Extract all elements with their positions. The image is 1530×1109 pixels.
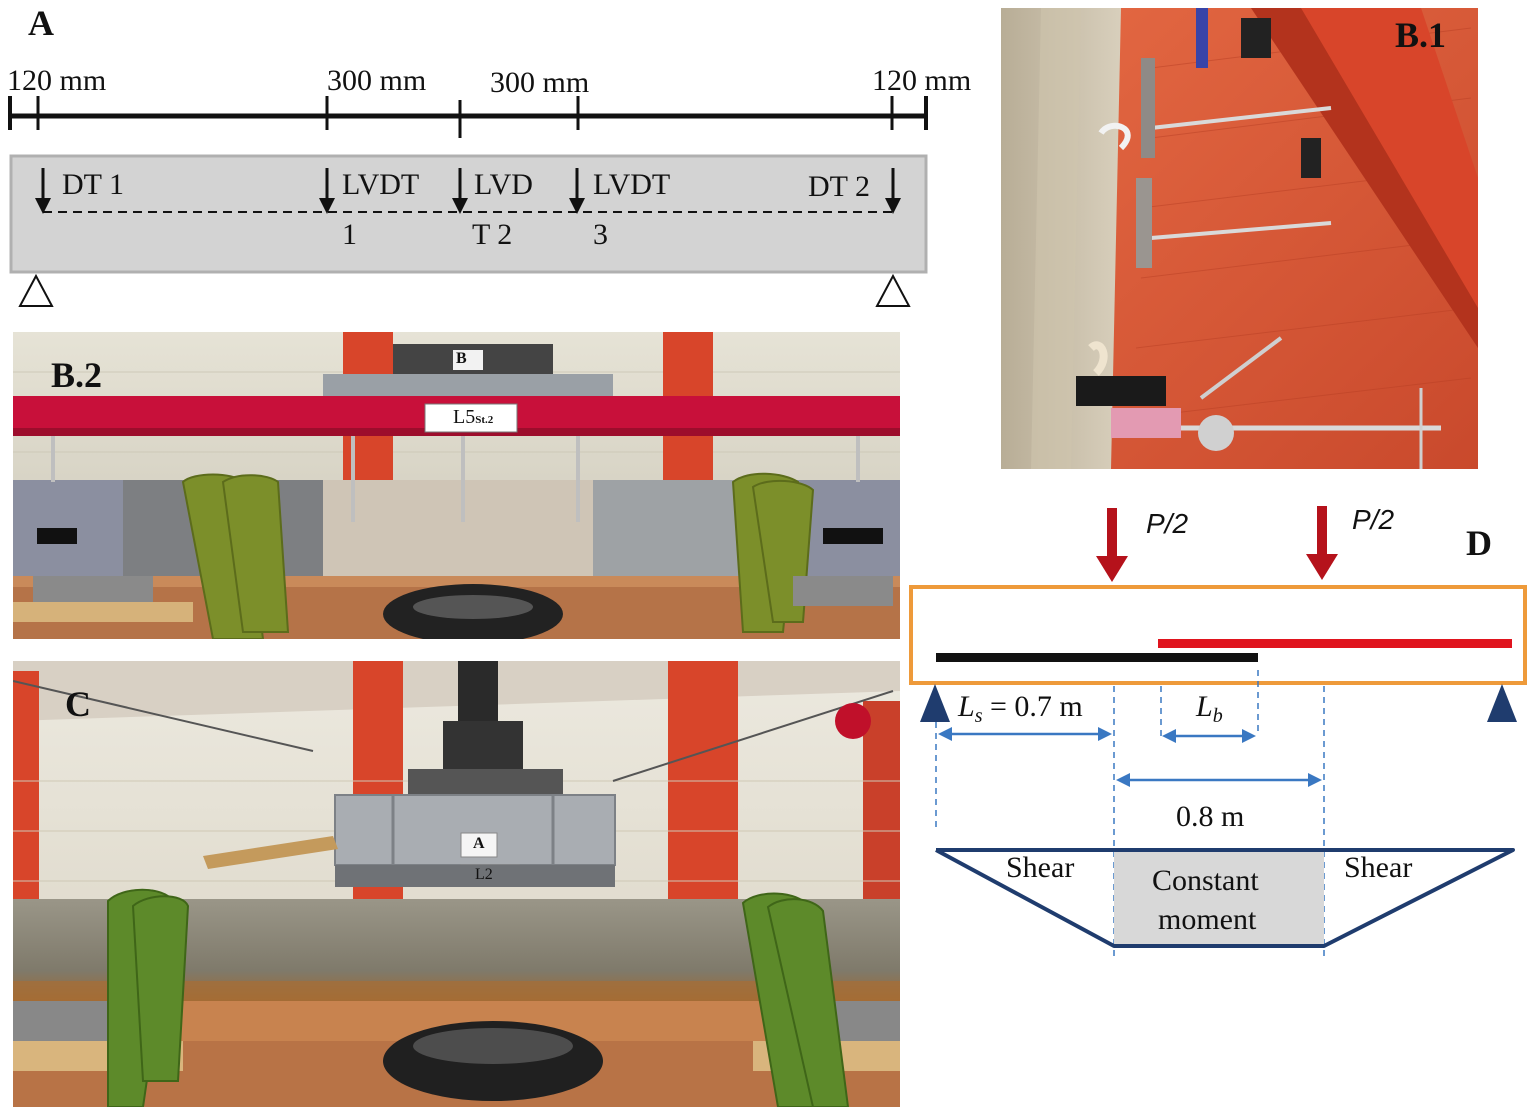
- dimension-label: 120 mm: [7, 64, 107, 97]
- load-arrow-right: [1306, 506, 1338, 580]
- dimension-label: 120 mm: [872, 64, 972, 97]
- dimension-label: 300 mm: [490, 66, 590, 99]
- support-triangle-right: [875, 273, 911, 307]
- sensor-label-lvdt3: LVDT: [593, 168, 671, 201]
- support-triangle-left: [18, 273, 54, 307]
- photo-c-beam-test: A L2 C: [13, 661, 900, 1107]
- dimension-arrow-lb: [1162, 729, 1256, 743]
- load-arrow-left: [1096, 508, 1128, 582]
- sensor-arrow-lvdt2: [452, 168, 468, 214]
- plate-label-text: L5: [453, 406, 476, 428]
- plate-label-main: L2: [475, 866, 493, 883]
- shear-span-label: Ls = 0.7 m: [958, 690, 1083, 728]
- plate-label-subtext: St.2: [475, 414, 494, 426]
- sensor-label-lvdt2: LVD: [474, 168, 533, 201]
- lb-subscript: b: [1212, 705, 1223, 727]
- lb-symbol: L: [1196, 690, 1213, 723]
- moment-diagram-constant-region: [1114, 850, 1324, 946]
- ls-value: = 0.7 m: [982, 690, 1083, 723]
- sensor-arrow-lvdt3: [569, 168, 585, 214]
- reinforcement-bar-black: [936, 653, 1258, 662]
- sensor-arrow-dt1: [35, 168, 51, 214]
- shear-label-right: Shear: [1344, 851, 1413, 884]
- panel-d-diagram: [909, 506, 1527, 960]
- dimension-arrow-constant: [1116, 773, 1322, 787]
- panel-label-d: D: [1466, 523, 1492, 563]
- load-label-left: P/2: [1146, 508, 1189, 539]
- panel-a-diagram: [8, 96, 928, 307]
- reinforcement-bar-red: [1158, 639, 1512, 648]
- panel-label-c: C: [65, 684, 91, 724]
- constant-moment-label-line2: moment: [1158, 903, 1257, 936]
- panel-label-b2: B.2: [51, 355, 103, 395]
- constant-moment-label-line1: Constant: [1152, 864, 1259, 897]
- sensor-label-lvdt3-line2: 3: [593, 218, 608, 251]
- panel-label-a: A: [28, 3, 54, 43]
- sensor-label-lvdt2-line2: T 2: [472, 218, 513, 251]
- sensor-label-lvdt1: LVDT: [342, 168, 420, 201]
- dimension-label: 300 mm: [327, 64, 427, 97]
- support-triangle-right: [1487, 684, 1517, 722]
- ls-symbol: L: [958, 690, 975, 723]
- beam-outline: [909, 585, 1527, 685]
- sensor-label-dt1: DT 1: [62, 168, 124, 201]
- photo-b1-sensor-setup: B.1: [1001, 8, 1478, 469]
- sensor-arrow-lvdt1: [319, 168, 335, 214]
- lap-length-label: Lb: [1196, 690, 1223, 728]
- constant-span-label: 0.8 m: [1176, 800, 1245, 833]
- plate-label-top: A: [473, 835, 485, 852]
- plate-label-top: B: [456, 350, 467, 367]
- shear-label-left: Shear: [1006, 851, 1075, 884]
- beam-schematic: [9, 154, 928, 274]
- ls-subscript: s: [974, 705, 983, 727]
- sensor-label-lvdt1-line2: 1: [342, 218, 357, 251]
- support-triangle-left: [920, 684, 950, 722]
- sensor-arrow-dt2: [885, 168, 901, 214]
- load-label-right: P/2: [1352, 504, 1395, 535]
- dimension-arrow-ls: [938, 727, 1112, 741]
- photo-b2-beam-test: B L5St.2 B.2: [13, 332, 900, 639]
- panel-label-b1: B.1: [1395, 15, 1447, 55]
- sensor-label-dt2: DT 2: [808, 170, 870, 203]
- plate-label-main: L5St.2: [453, 406, 493, 429]
- moment-diagram: [935, 848, 1515, 948]
